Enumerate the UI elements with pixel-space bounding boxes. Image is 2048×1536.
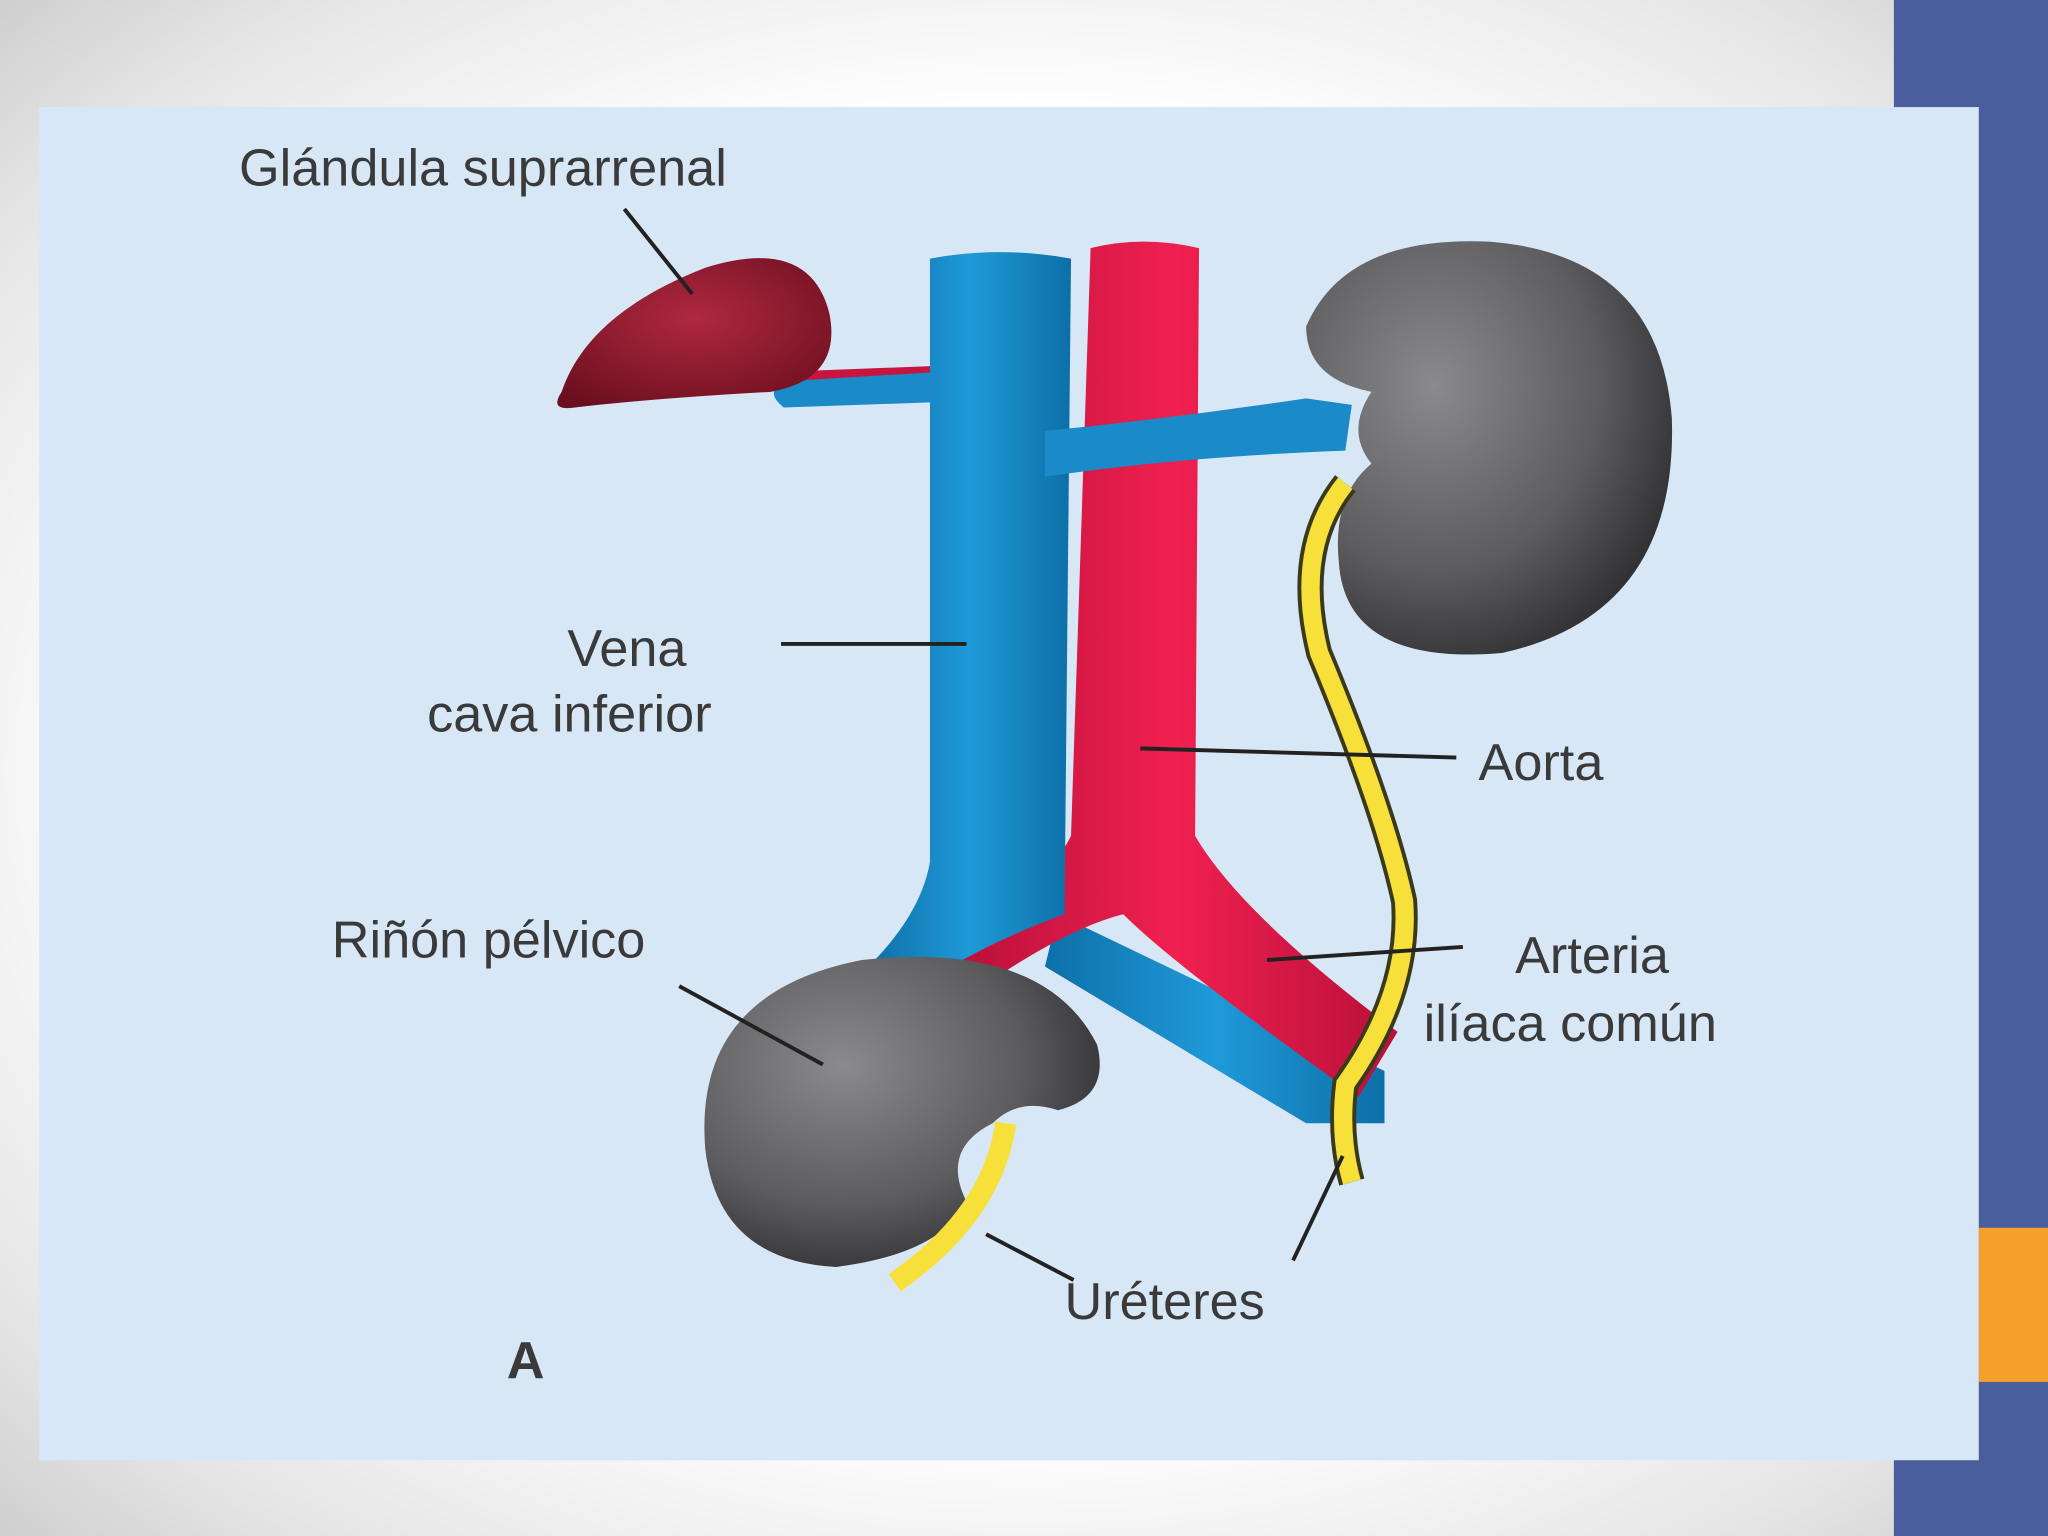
label-iliac-1: Arteria [1515,927,1670,985]
kidney-right [1306,241,1673,655]
label-iliac-2: ilíaca común [1424,995,1717,1053]
leader-ureter-2 [1291,1155,1345,1262]
iliac-vein [1044,914,1385,1124]
label-vena-2: cava inferior [427,685,712,743]
label-aorta: Aorta [1479,734,1605,792]
renal-vein-right [1044,398,1352,477]
leader-pelvic [678,984,824,1067]
label-pelvic-kidney: Riñón pélvico [332,911,646,969]
leader-ureter-1 [985,1232,1075,1282]
adrenal-gland [557,258,832,409]
leader-aorta [1140,746,1457,760]
leader-adrenal [622,207,694,296]
inferior-vena-cava [868,252,1072,974]
label-adrenal: Glándula suprarrenal [239,139,727,197]
ureter-pelvic [888,1121,1017,1292]
label-ureters: Uréteres [1064,1273,1264,1331]
leader-iliac [1266,944,1463,962]
kidney-pelvic [704,956,1100,1267]
renal-vein-left [773,372,934,408]
label-vena-1: Vena [567,620,687,678]
accent-block [1978,1227,2048,1382]
panel-letter: A [507,1332,545,1390]
